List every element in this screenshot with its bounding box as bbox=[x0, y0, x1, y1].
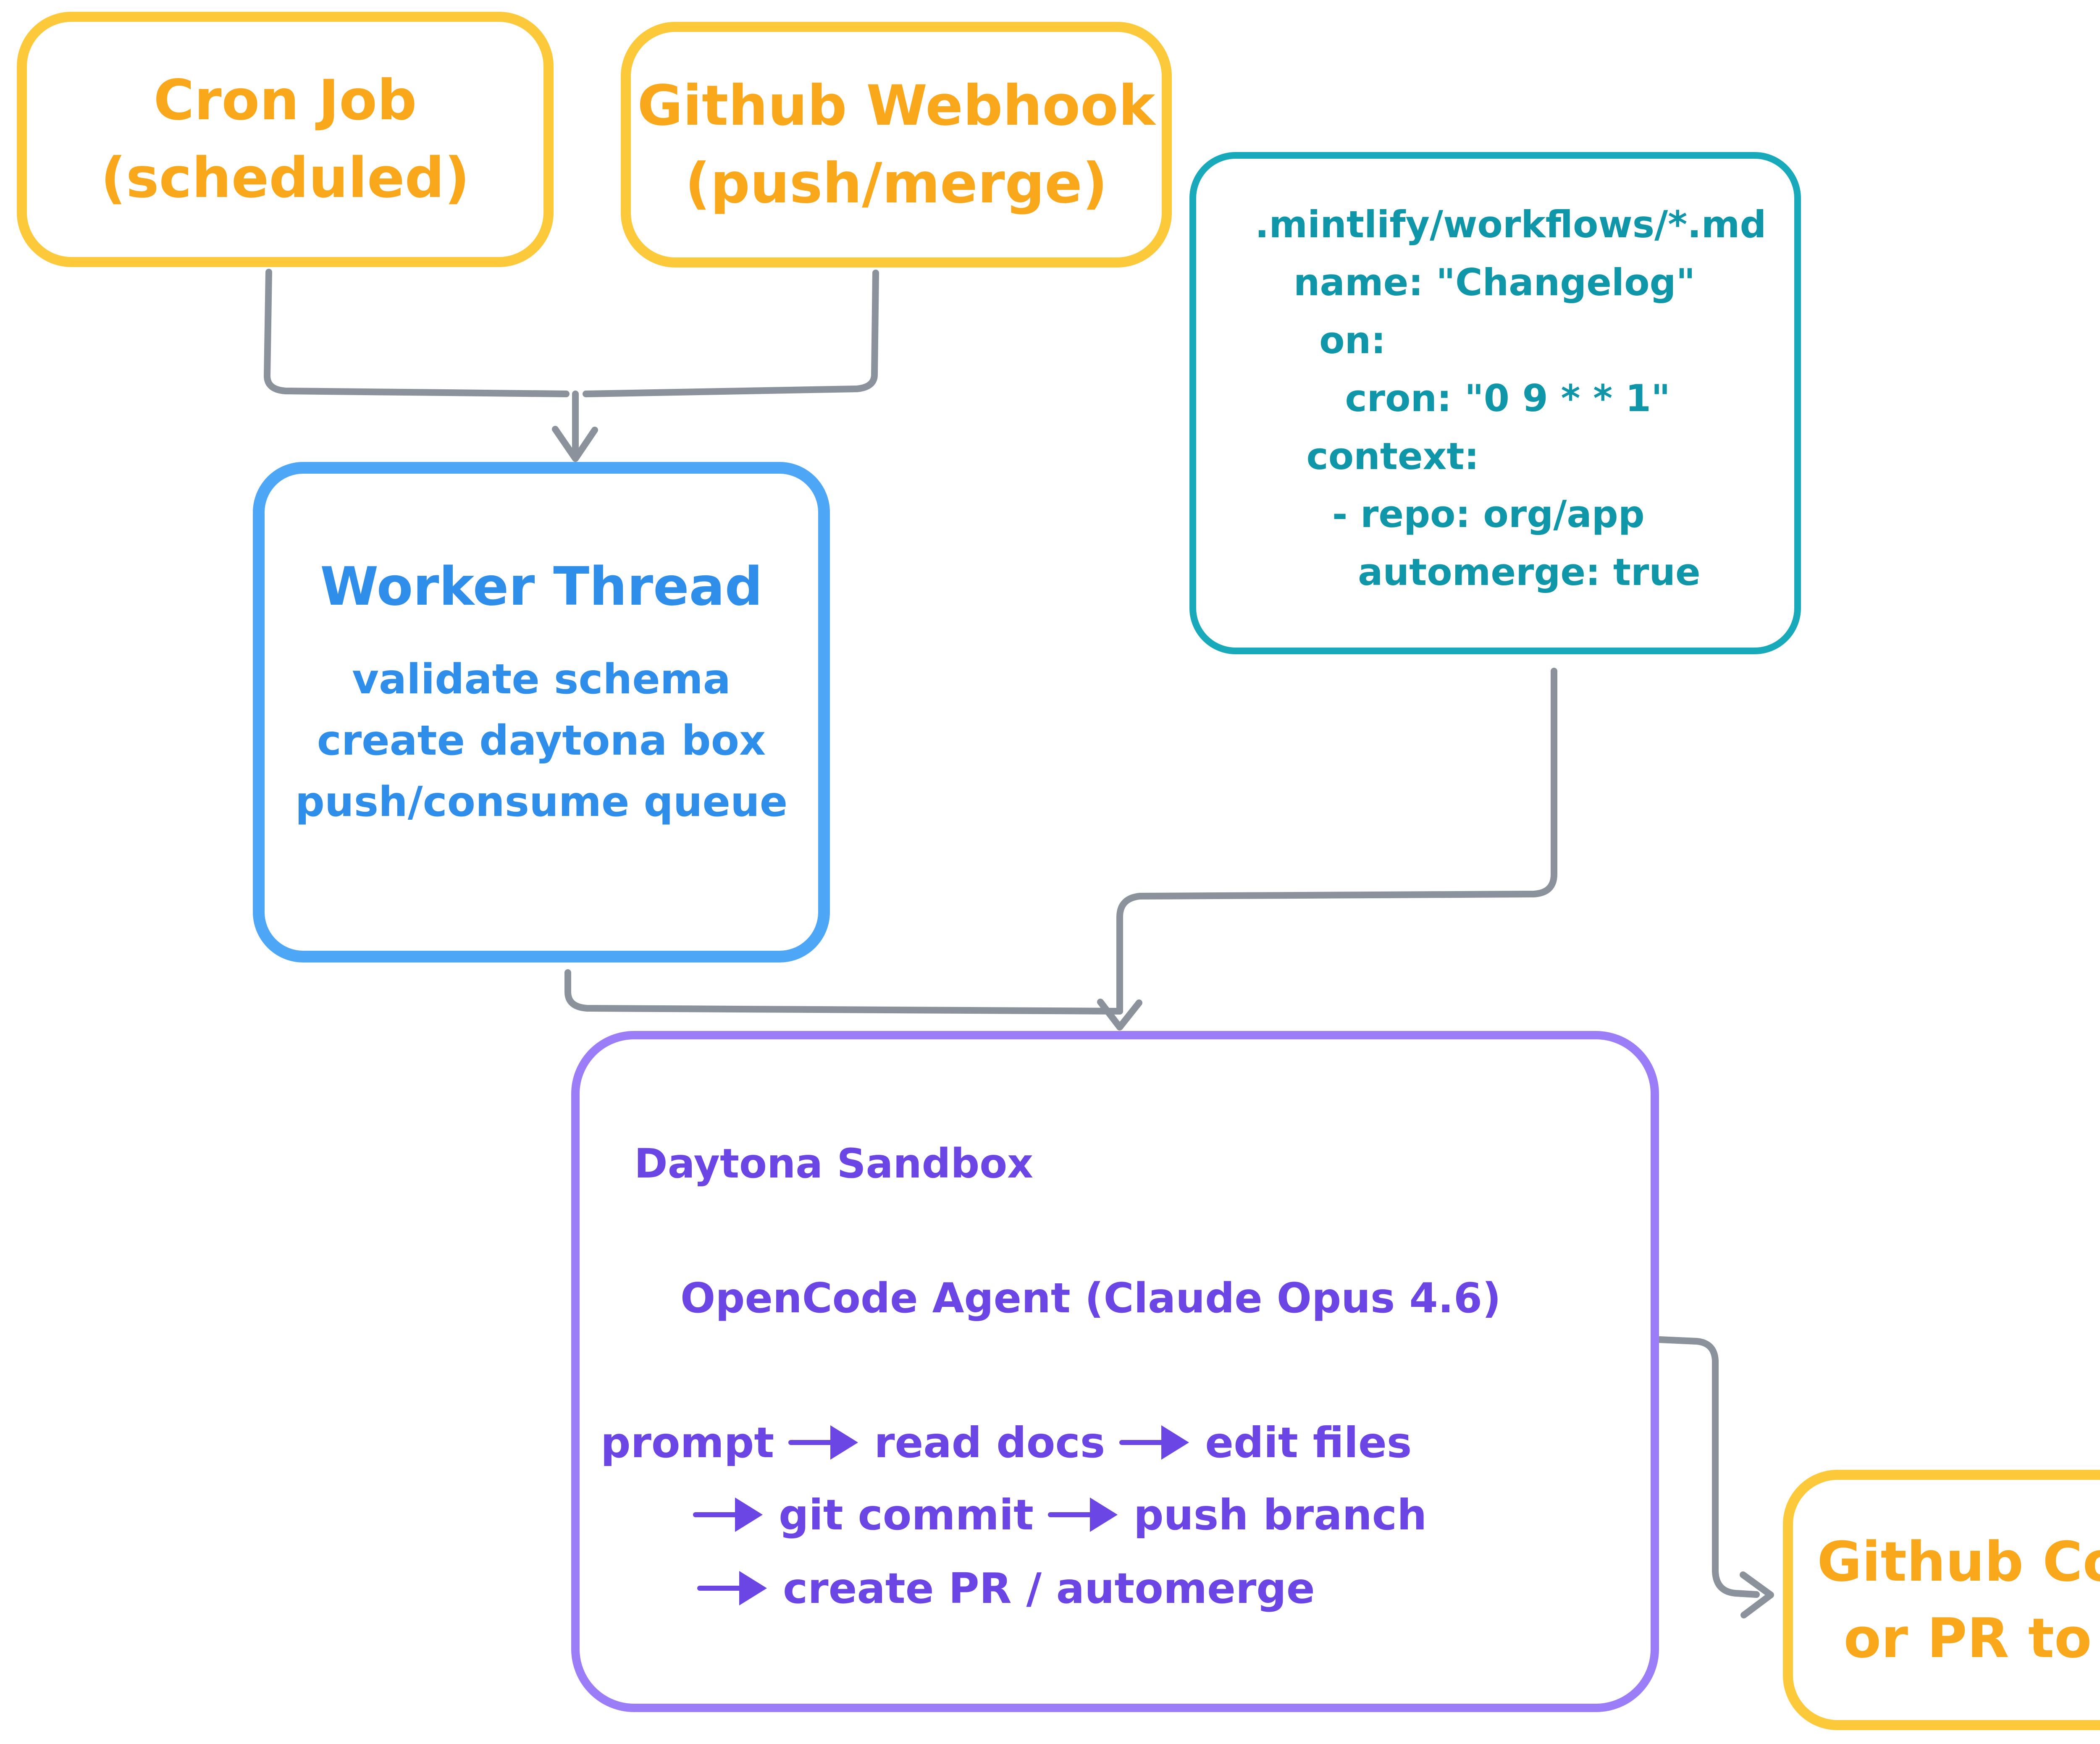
flow-arrow-icon bbox=[1047, 1497, 1118, 1532]
flow-row-2: git commit push branch bbox=[693, 1490, 1427, 1540]
worker-thread-item: validate schema bbox=[352, 656, 731, 703]
github-commit-label: Github Commit bbox=[1817, 1530, 2100, 1594]
flow-row-3: create PR / automerge bbox=[697, 1563, 1315, 1613]
connector-worker-to-sandbox bbox=[564, 969, 1123, 1015]
config-line: on: bbox=[1255, 319, 1386, 362]
arrowhead-into-commit-icon bbox=[1740, 1571, 1774, 1618]
node-daytona-sandbox: Daytona Sandbox OpenCode Agent (Claude O… bbox=[571, 1031, 1659, 1712]
github-webhook-sublabel: (push/merge) bbox=[685, 151, 1108, 216]
worker-thread-item: create daytona box bbox=[317, 717, 766, 765]
connector-config-to-sandbox bbox=[1116, 668, 1557, 1015]
worker-thread-item: push/consume queue bbox=[295, 778, 788, 826]
flow-row-1: prompt read docs edit files bbox=[601, 1417, 1412, 1468]
worker-thread-title: Worker Thread bbox=[320, 556, 763, 617]
github-commit-sublabel: or PR to docs bbox=[1843, 1606, 2100, 1670]
config-line: .mintlify/workflows/*.md bbox=[1255, 203, 1767, 246]
github-webhook-label: Github Webhook bbox=[637, 73, 1155, 138]
node-workflow-config: .mintlify/workflows/*.md name: "Changelo… bbox=[1189, 152, 1801, 654]
arrowhead-into-sandbox-icon bbox=[1097, 999, 1142, 1031]
daytona-sandbox-title: Daytona Sandbox bbox=[634, 1140, 1034, 1187]
config-line: automerge: true bbox=[1255, 551, 1701, 594]
config-line: cron: "0 9 * * 1" bbox=[1255, 377, 1670, 420]
flow-arrow-icon bbox=[697, 1571, 767, 1605]
flow-arrow-icon bbox=[693, 1497, 763, 1532]
flow-step-prompt: prompt bbox=[601, 1418, 774, 1467]
flow-step-create-pr-automerge: create PR / automerge bbox=[783, 1563, 1315, 1613]
connector-sandbox-to-commit bbox=[1656, 1336, 1760, 1598]
arrowhead-into-worker-icon bbox=[552, 426, 598, 462]
flow-arrow-icon bbox=[1119, 1425, 1189, 1460]
flow-step-edit-files: edit files bbox=[1205, 1418, 1412, 1467]
connector-webhook-to-merge bbox=[583, 270, 879, 397]
flow-step-read-docs: read docs bbox=[874, 1418, 1105, 1467]
node-cron-job: Cron Job (scheduled) bbox=[17, 12, 554, 267]
connector-cron-to-merge bbox=[264, 269, 570, 397]
node-github-webhook: Github Webhook (push/merge) bbox=[621, 22, 1172, 268]
flow-step-git-commit: git commit bbox=[779, 1490, 1034, 1539]
node-worker-thread: Worker Thread validate schema create day… bbox=[253, 462, 830, 962]
opencode-agent-label: OpenCode Agent (Claude Opus 4.6) bbox=[680, 1275, 1501, 1322]
config-line: - repo: org/app bbox=[1255, 493, 1645, 536]
config-line: name: "Changelog" bbox=[1255, 261, 1696, 304]
cron-job-sublabel: (scheduled) bbox=[100, 146, 470, 210]
cron-job-label: Cron Job bbox=[153, 68, 417, 133]
config-line: context: bbox=[1255, 435, 1479, 478]
node-github-commit: Github Commit or PR to docs bbox=[1783, 1470, 2100, 1730]
flow-arrow-icon bbox=[788, 1425, 858, 1460]
flow-step-push-branch: push branch bbox=[1133, 1490, 1427, 1539]
